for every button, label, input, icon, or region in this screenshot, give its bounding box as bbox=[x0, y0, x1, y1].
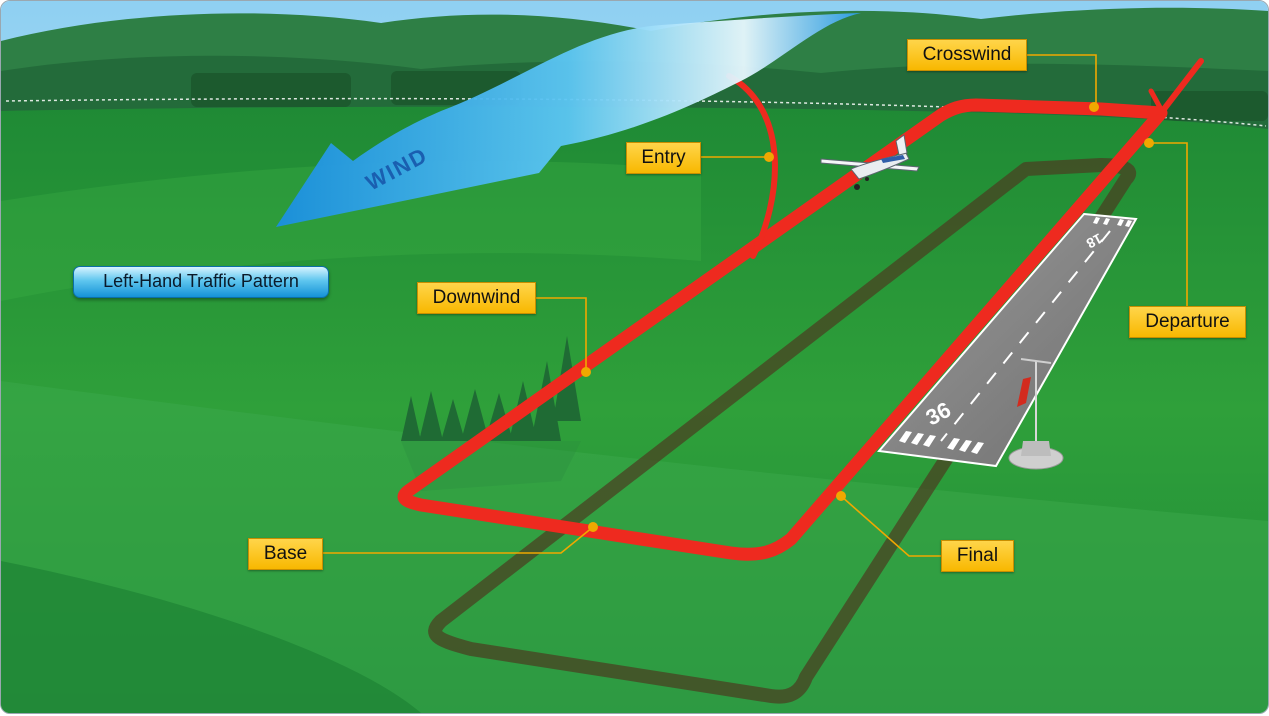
pattern-circuit bbox=[397, 98, 1168, 561]
airplane-icon bbox=[820, 134, 920, 190]
foreground-meadow bbox=[1, 381, 1268, 713]
entry-leg bbox=[726, 73, 778, 259]
diagram-title: Left-Hand Traffic Pattern bbox=[73, 266, 329, 298]
label-final: Final bbox=[941, 540, 1014, 572]
corner-meadow bbox=[1, 561, 421, 713]
runway-threshold-markings bbox=[899, 217, 1132, 454]
leader-dots bbox=[581, 102, 1154, 532]
runway-centerline bbox=[940, 230, 1111, 442]
label-base: Base bbox=[248, 538, 323, 570]
label-departure: Departure bbox=[1129, 306, 1246, 338]
label-crosswind: Crosswind bbox=[907, 39, 1027, 71]
label-entry: Entry bbox=[626, 142, 701, 174]
horizon-trees bbox=[191, 71, 1268, 121]
label-downwind: Downwind bbox=[417, 282, 536, 314]
leader-lines bbox=[323, 54, 1188, 557]
windsock-icon bbox=[1008, 358, 1064, 470]
runway-number-departure: 18 bbox=[1084, 230, 1105, 252]
wind-arrow-icon: WIND bbox=[276, 13, 861, 227]
traffic-pattern-path bbox=[397, 58, 1204, 561]
departure-leg bbox=[1158, 58, 1204, 116]
